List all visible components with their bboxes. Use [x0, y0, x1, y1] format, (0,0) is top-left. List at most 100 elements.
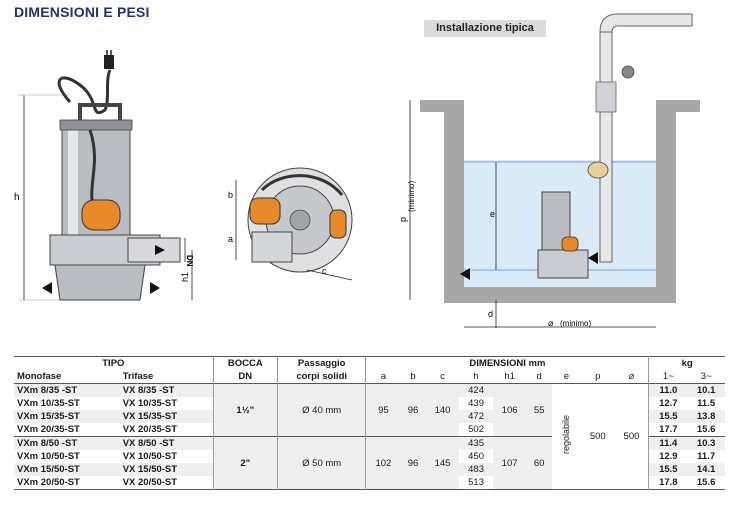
h-cell: 450 — [468, 451, 484, 462]
b-cell: 96 — [407, 457, 419, 469]
hdr-corpi: corpi solidi — [276, 370, 366, 384]
kg3-cell: 15.6 — [696, 477, 716, 488]
h-cell: 472 — [468, 411, 484, 422]
dim-e-label: e — [490, 209, 495, 219]
dim-c-label: c — [322, 266, 327, 276]
h-cell: 439 — [468, 398, 484, 409]
d-cell: 60 — [533, 457, 545, 469]
h-cell: 502 — [468, 424, 484, 435]
p-cell: 500 — [581, 383, 615, 490]
mono-cell: VXm 8/35 -ST — [17, 385, 78, 396]
hdr-col-a: a — [365, 370, 401, 384]
table-row: VXm 20/35-ST VX 20/35-ST 502 17.7 15.6 — [14, 423, 725, 437]
hdr-dimensioni: DIMENSIONI mm — [365, 356, 649, 370]
mono-cell: VXm 15/35-ST — [17, 411, 80, 422]
bocca-cell: 2" — [212, 436, 278, 490]
passaggio-cell: Ø 50 mm — [276, 436, 366, 490]
installation-label: Installazione tipica — [424, 20, 546, 37]
mono-cell: VXm 15/50-ST — [17, 464, 80, 475]
kg3-cell: 14.1 — [696, 464, 716, 475]
d-cell: 55 — [533, 404, 545, 416]
passaggio-cell: Ø 40 mm — [276, 383, 366, 437]
page-title: DIMENSIONI E PESI — [14, 4, 150, 20]
h-cell: 483 — [468, 464, 484, 475]
hdr-monofase: Monofase — [17, 371, 62, 382]
hdr-col-c: c — [440, 371, 445, 382]
hdr-col-d: d — [536, 371, 542, 382]
diam-cell: 500 — [614, 383, 649, 490]
hdr-passaggio: Passaggio — [276, 356, 366, 370]
kg3-cell: 11.7 — [697, 451, 716, 462]
dim-b-label: b — [228, 190, 233, 200]
kg1-cell: 12.7 — [648, 397, 688, 410]
dim-p-minimo: (minimo) — [407, 181, 416, 212]
mono-cell: VXm 8/50 -ST — [17, 438, 78, 449]
kg3-cell: 10.1 — [696, 385, 716, 396]
kg1-cell: 11.0 — [648, 383, 688, 397]
hdr-kg3: 3~ — [700, 371, 712, 382]
pump-front-view: h DN h1 — [14, 50, 194, 301]
kg3-cell: 13.8 — [696, 411, 716, 422]
dim-h-label: h — [14, 192, 20, 203]
table-row: VXm 8/35 -ST VX 8/35 -ST 1½" Ø 40 mm 95 … — [14, 383, 725, 490]
mono-cell: VXm 20/50-ST — [17, 477, 80, 488]
h1-cell: 107 — [501, 457, 518, 469]
h-cell: 435 — [468, 438, 484, 449]
spec-table: TIPO BOCCA Passaggio DIMENSIONI mm kg Mo… — [14, 356, 725, 490]
h-cell: 424 — [468, 385, 484, 396]
dim-p-label: p — [400, 217, 408, 222]
bocca-cell: 1½" — [212, 383, 278, 437]
dim-diam-symbol: ⌀ — [548, 318, 554, 328]
tri-cell: VX 10/35-ST — [122, 398, 178, 409]
kg3-cell: 10.3 — [696, 438, 716, 449]
hdr-col-p: p — [595, 371, 601, 382]
mono-cell: VXm 20/35-ST — [17, 424, 80, 435]
hdr-kg: kg — [648, 356, 725, 370]
kg3-cell: 11.5 — [697, 398, 716, 409]
hdr-col-diam: ⌀ — [628, 371, 635, 382]
kg1-cell: 11.4 — [648, 436, 688, 450]
dim-diam-minimo: (minimo) — [560, 319, 591, 328]
table-row: VXm 10/50-ST VX 10/50-ST 450 12.9 11.7 — [14, 450, 725, 463]
a-cell: 95 — [365, 383, 401, 437]
table-row: VXm 10/35-ST VX 10/35-ST 439 12.7 11.5 — [14, 397, 725, 410]
hdr-col-h1: h1 — [504, 371, 515, 382]
dim-dn-label: DN — [185, 255, 194, 267]
h-cell: 513 — [468, 477, 484, 488]
pump-top-view: b a c — [228, 167, 353, 281]
tri-cell: VX 10/50-ST — [122, 451, 178, 462]
hdr-bocca: BOCCA — [212, 356, 278, 370]
mono-cell: VXm 10/35-ST — [17, 398, 80, 409]
dim-d-label: d — [488, 309, 493, 319]
a-cell: 102 — [365, 436, 401, 490]
kg1-cell: 17.7 — [648, 423, 688, 437]
hdr-col-b: b — [410, 371, 416, 382]
kg1-cell: 12.9 — [648, 450, 688, 463]
hdr-trifase: Trifase — [122, 371, 154, 382]
installation-diagram: p (minimo) e d ⌀ (minimo) — [400, 13, 700, 328]
mono-cell: VXm 10/50-ST — [17, 451, 80, 462]
tri-cell: VX 20/35-ST — [122, 424, 178, 435]
dim-h1-label: h1 — [180, 272, 190, 282]
tri-cell: VX 20/50-ST — [122, 477, 178, 488]
hdr-kg1: 1~ — [648, 370, 688, 384]
hdr-dn: DN — [212, 370, 278, 384]
dim-a-label: a — [228, 234, 233, 244]
c-cell: 140 — [434, 404, 451, 416]
table-row: VXm 8/50 -ST VX 8/50 -ST 2" Ø 50 mm 102 … — [14, 436, 725, 490]
c-cell: 145 — [434, 457, 451, 469]
kg3-cell: 15.6 — [696, 424, 716, 435]
b-cell: 96 — [407, 404, 419, 416]
kg1-cell: 15.5 — [648, 463, 688, 476]
h1-cell: 106 — [501, 404, 518, 416]
e-cell: regolabile — [560, 414, 571, 455]
kg1-cell: 15.5 — [648, 410, 688, 423]
hdr-tipo: TIPO — [102, 358, 125, 369]
tri-cell: VX 8/50 -ST — [122, 438, 175, 449]
tri-cell: VX 15/50-ST — [122, 464, 178, 475]
tri-cell: VX 8/35 -ST — [122, 385, 175, 396]
kg1-cell: 17.8 — [648, 476, 688, 490]
hdr-col-h: h — [473, 371, 479, 382]
tri-cell: VX 15/35-ST — [122, 411, 178, 422]
hdr-col-e: e — [563, 371, 570, 382]
